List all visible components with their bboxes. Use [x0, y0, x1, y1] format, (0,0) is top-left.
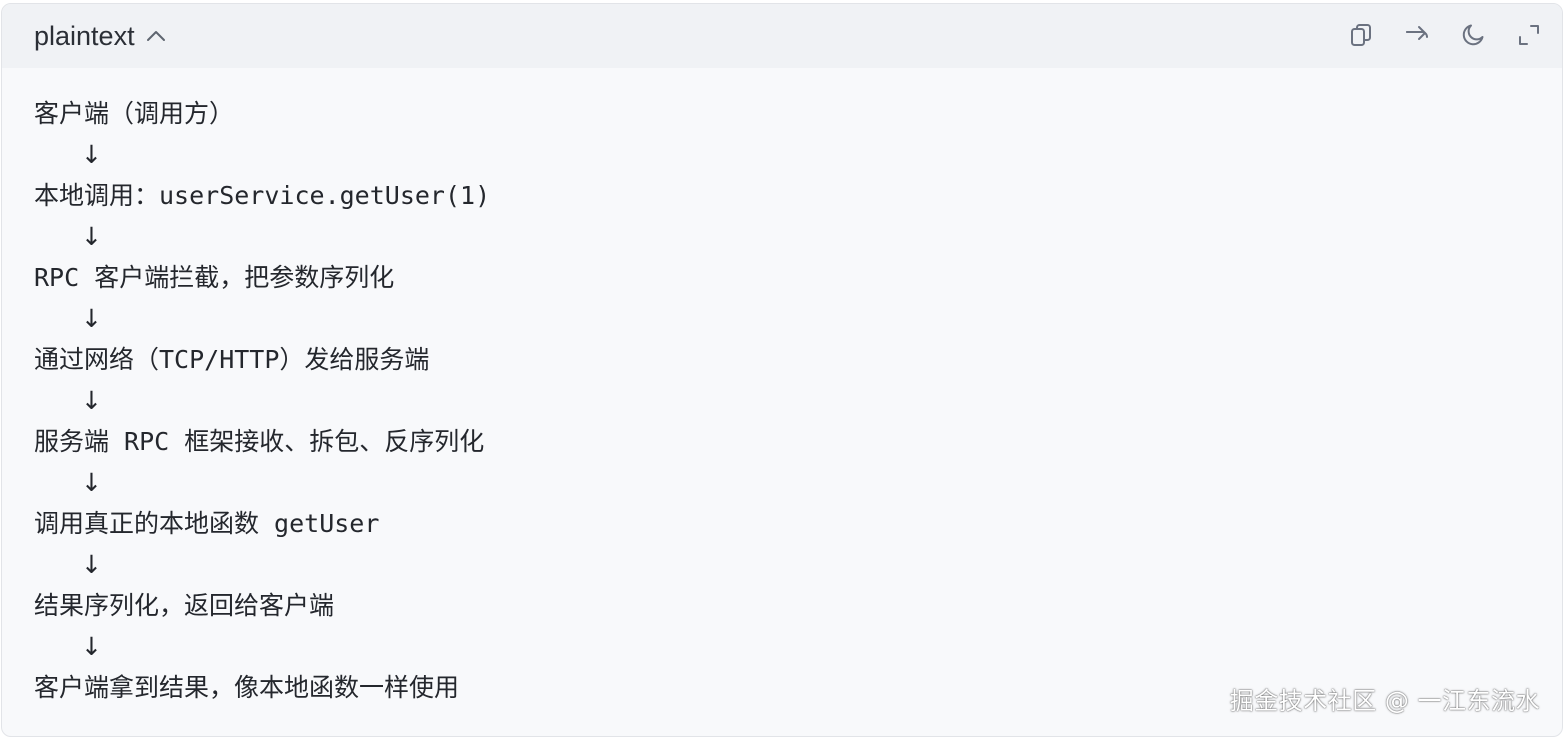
share-arrow-icon [1406, 26, 1428, 40]
code-line: 结果序列化，返回给客户端 [34, 591, 335, 620]
code-line: 客户端（调用方） [34, 99, 235, 128]
code-block-header: plaintext [2, 4, 1562, 68]
chevron-up-icon [145, 25, 167, 47]
down-arrow-icon: ↓ [81, 632, 102, 661]
down-arrow-icon: ↓ [81, 140, 102, 169]
code-line: 通过网络（TCP/HTTP）发给服务端 [34, 345, 430, 374]
code-line: 客户端拿到结果，像本地函数一样使用 [34, 673, 460, 702]
theme-toggle-button[interactable] [1456, 18, 1490, 52]
down-arrow-icon: ↓ [81, 468, 102, 497]
share-button[interactable] [1400, 18, 1434, 52]
code-line: 调用真正的本地函数 getUser [34, 509, 380, 538]
code-line: RPC 客户端拦截，把参数序列化 [34, 263, 395, 292]
down-arrow-icon: ↓ [81, 304, 102, 333]
down-arrow-icon: ↓ [81, 550, 102, 579]
code-block: plaintext [1, 3, 1563, 737]
down-arrow-icon: ↓ [81, 222, 102, 251]
language-selector[interactable]: plaintext [34, 17, 167, 55]
expand-button[interactable] [1512, 18, 1546, 52]
code-toolbar [1344, 18, 1546, 52]
copy-button[interactable] [1344, 18, 1378, 52]
code-line: 服务端 RPC 框架接收、拆包、反序列化 [34, 427, 485, 456]
code-line: 本地调用：userService.getUser(1) [34, 181, 491, 210]
moon-icon [1462, 24, 1484, 46]
expand-icon [1519, 25, 1539, 45]
watermark: 掘金技术社区 @ 一江东流水 [1229, 687, 1540, 715]
copy-icon [1351, 24, 1371, 46]
language-label: plaintext [34, 20, 135, 51]
down-arrow-icon: ↓ [81, 386, 102, 415]
